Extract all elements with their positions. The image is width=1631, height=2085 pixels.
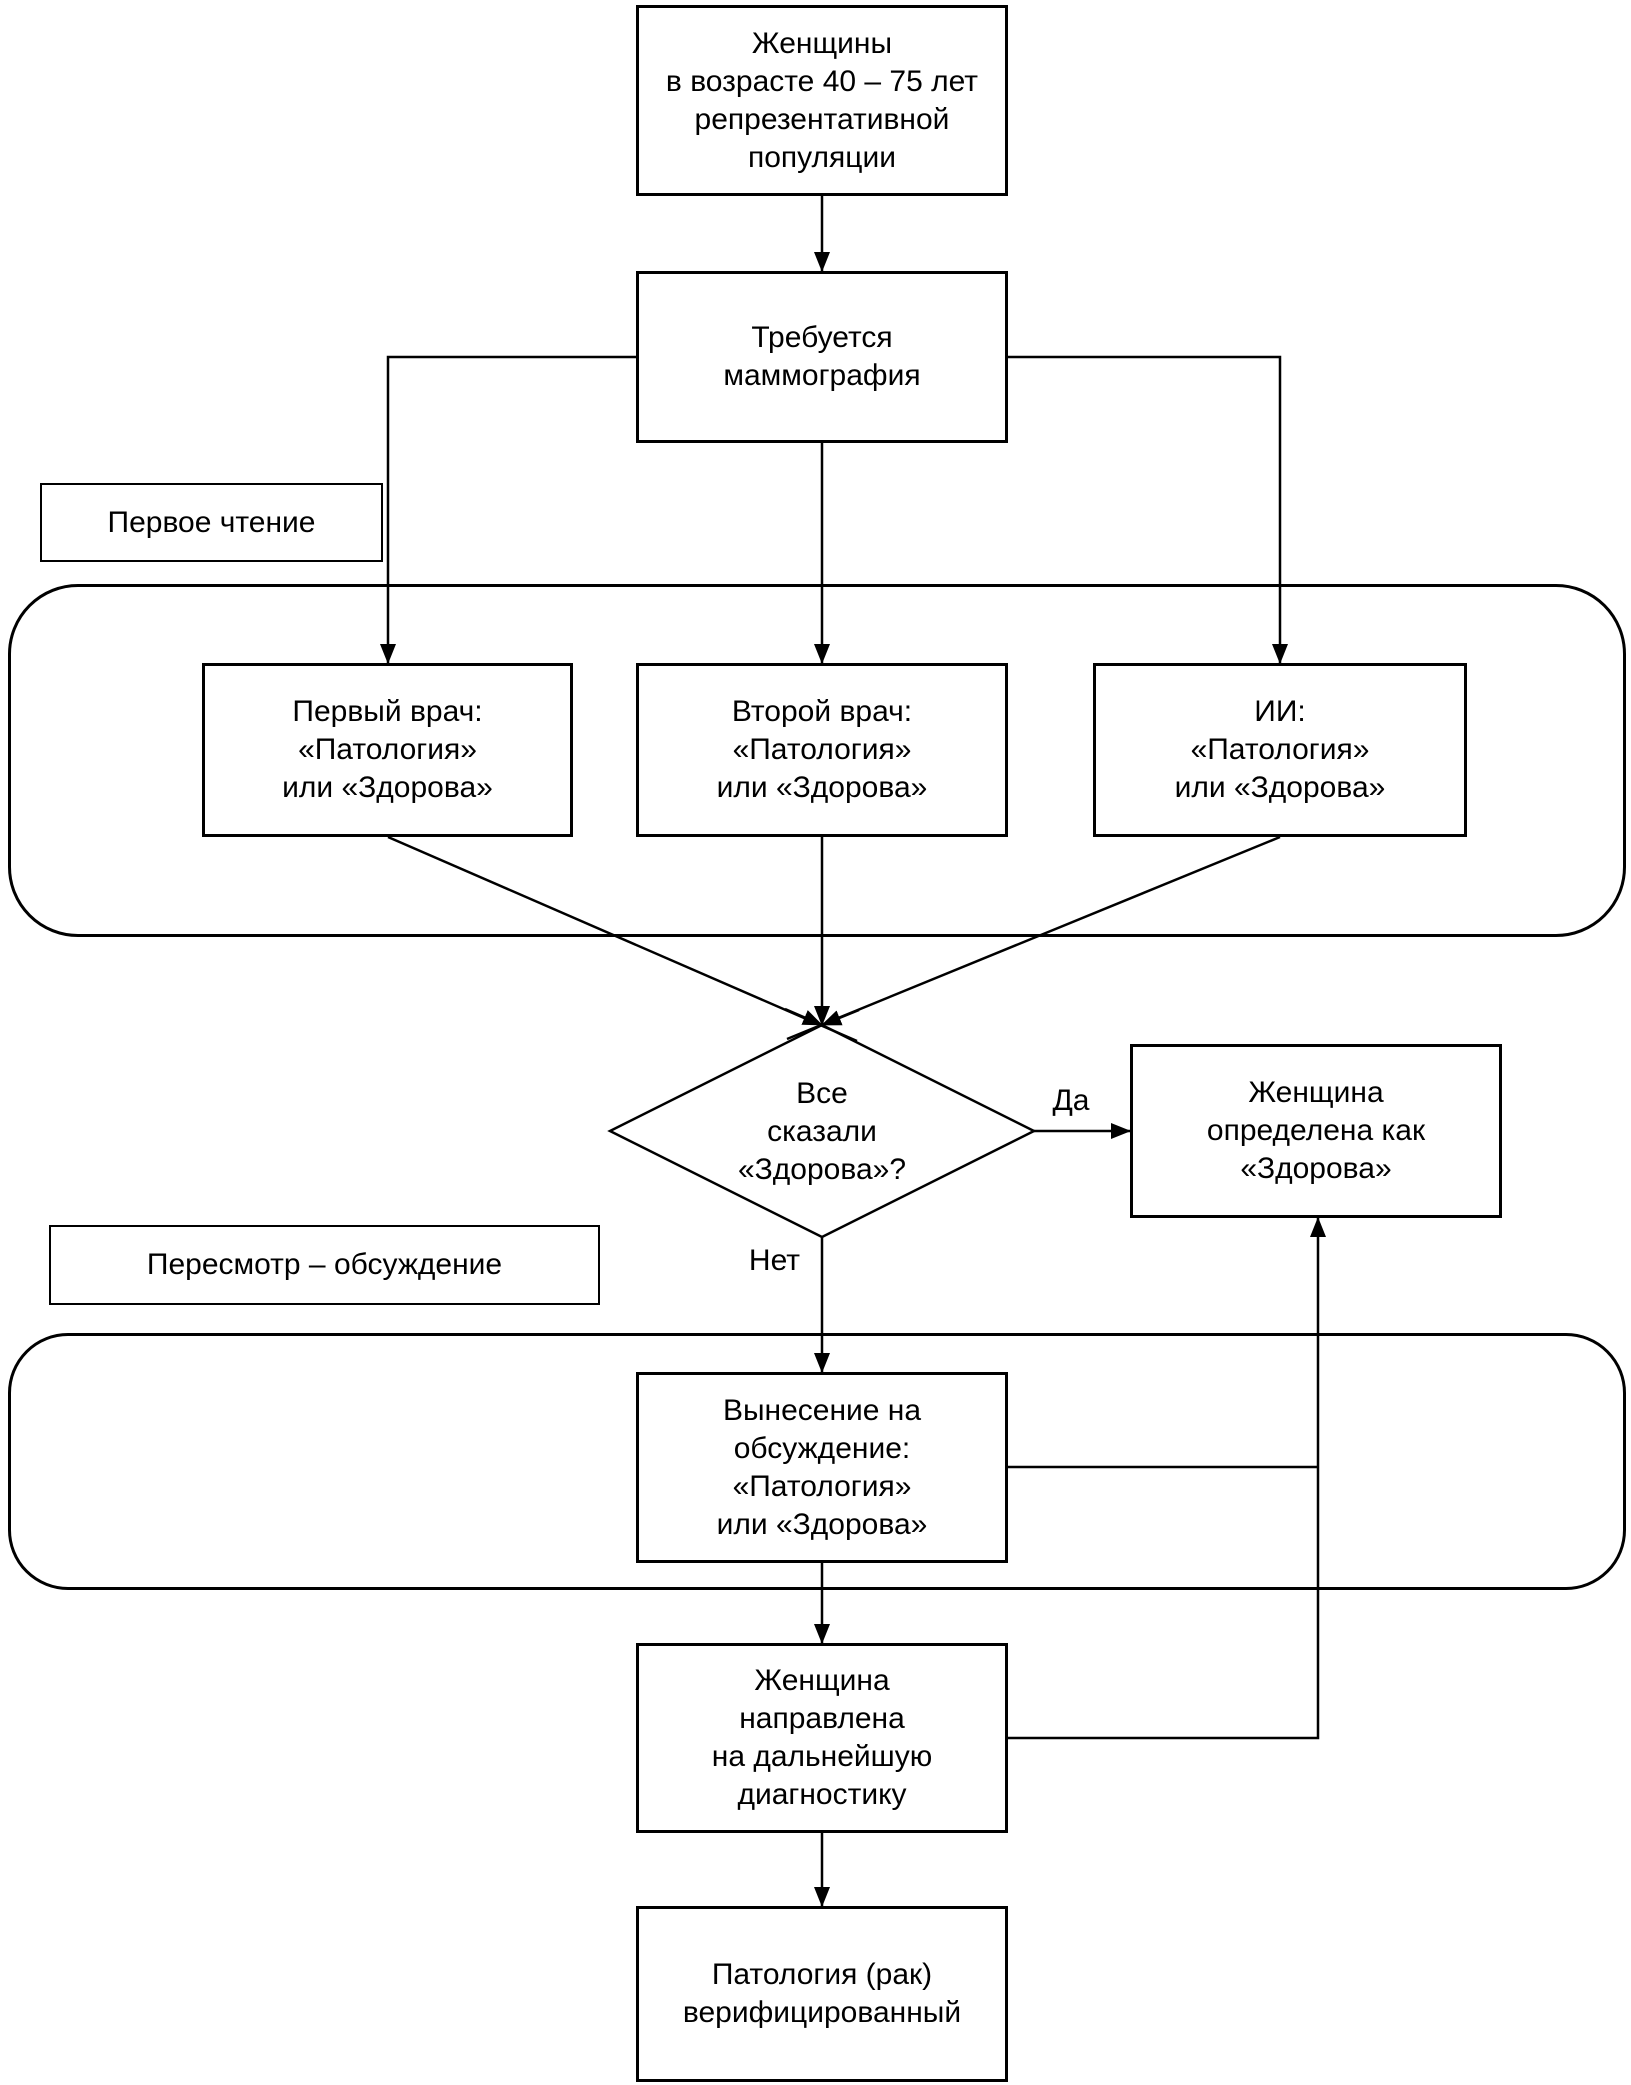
- line-reader1-to-decision: [387, 835, 858, 1043]
- node-verified-pathology: Патология (рак) верифицированный: [636, 1906, 1008, 2082]
- stage-label-review-discussion-text: Пересмотр – обсуждение: [146, 1248, 503, 1281]
- node-mammography-text: Требуется маммография: [723, 321, 921, 392]
- stage-label-first-reading: Первое чтение: [40, 483, 383, 562]
- node-population-text: Женщины в возрасте 40 – 75 лет репрезент…: [665, 26, 979, 174]
- node-second-doctor: Второй врач: «Патология» или «Здорова»: [636, 663, 1008, 837]
- stage-label-first-reading-text: Первое чтение: [107, 505, 316, 539]
- arrow-mammography-to-reader3: [1008, 355, 1288, 664]
- node-ai-reader: ИИ: «Патология» или «Здорова»: [1093, 663, 1467, 837]
- edge-label-yes: Да: [1052, 1084, 1090, 1117]
- arrowhead-reader1-to-decision: [784, 1007, 823, 1027]
- node-healthy-result-text: Женщина определена как «Здорова»: [1206, 1076, 1426, 1185]
- node-discussion: Вынесение на обсуждение: «Патология» или…: [636, 1372, 1008, 1563]
- node-discussion-text: Вынесение на обсуждение: «Патология» или…: [716, 1393, 928, 1541]
- stage-review-discussion-container: [8, 1333, 1626, 1590]
- decision-diamond-text: Все сказали «Здорова»?: [737, 1077, 907, 1186]
- node-healthy-result: Женщина определена как «Здорова»: [1130, 1044, 1502, 1218]
- stage-first-reading-container: [8, 584, 1626, 937]
- node-first-doctor: Первый врач: «Патология» или «Здорова»: [202, 663, 573, 837]
- arrow-mammography-to-reader1: [380, 355, 636, 664]
- arrow-referral-to-healthy: [1008, 1217, 1326, 1740]
- node-second-doctor-text: Второй врач: «Патология» или «Здорова»: [716, 695, 928, 804]
- node-ai-reader-text: ИИ: «Патология» или «Здорова»: [1174, 695, 1386, 804]
- stage-label-review-discussion: Пересмотр – обсуждение: [49, 1225, 600, 1305]
- node-mammography: Требуется маммография: [636, 271, 1008, 443]
- node-further-diagnostics-text: Женщина направлена на дальнейшую диагнос…: [711, 1664, 933, 1811]
- arrowhead-reader3-to-decision: [821, 1008, 860, 1027]
- edge-label-no: Нет: [748, 1244, 800, 1277]
- line-reader3-to-decision: [786, 835, 1281, 1041]
- node-first-doctor-text: Первый врач: «Патология» или «Здорова»: [282, 695, 493, 804]
- node-further-diagnostics: Женщина направлена на дальнейшую диагнос…: [636, 1643, 1008, 1833]
- node-population: Женщины в возрасте 40 – 75 лет репрезент…: [636, 5, 1008, 196]
- decision-diamond-label: Все сказали «Здорова»?: [672, 1046, 972, 1218]
- node-verified-pathology-text: Патология (рак) верифицированный: [682, 1958, 962, 2029]
